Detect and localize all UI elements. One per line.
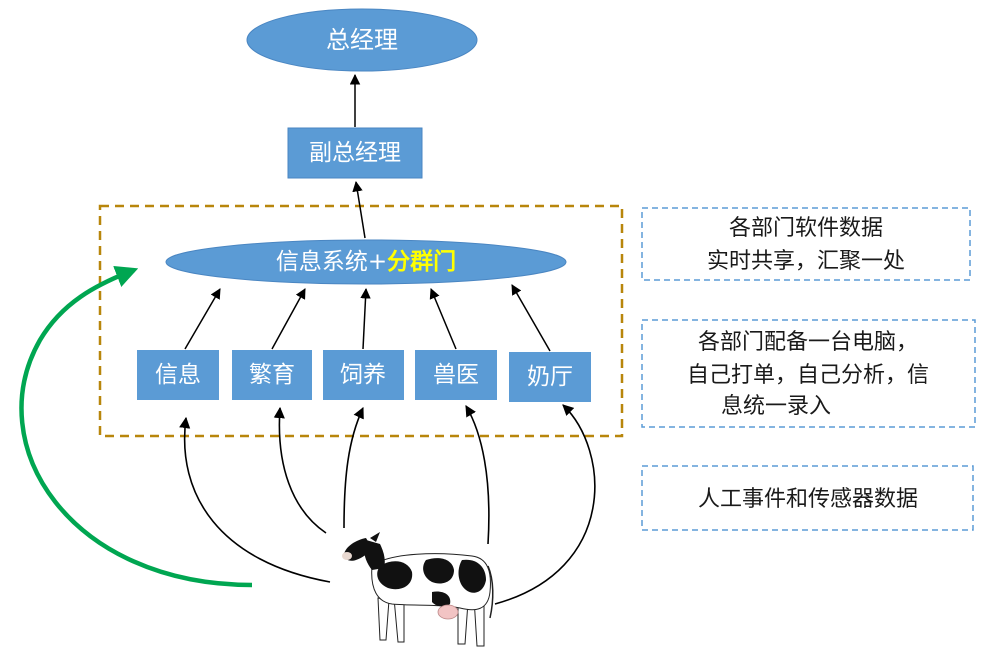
dept-label-feeding: 饲养 (340, 362, 386, 388)
cow-spot-4 (432, 591, 451, 607)
system-label: 信息系统+分群门 (276, 248, 456, 275)
system-label-accent: 分群门 (387, 248, 456, 275)
dept-label-parlor: 奶厅 (527, 364, 573, 390)
feedback-arrow (19, 265, 253, 588)
arrow-system-to-vp (352, 180, 366, 239)
note-computers-line-3: 息统一录入 (721, 394, 831, 419)
arrow-cow-to-info (179, 416, 331, 583)
cow-ear (370, 532, 380, 542)
note-computers-line-1: 各部门配备一台电脑， (698, 330, 918, 355)
arrow-info-to-system (184, 288, 221, 350)
cow-tail (487, 565, 494, 619)
arrow-cow-to-feeding (343, 406, 364, 529)
arrow-vet-to-system (429, 288, 457, 350)
cow-spot-1 (377, 561, 413, 590)
arrow-cow-to-parlor (494, 404, 596, 605)
cow-udder (437, 604, 459, 620)
cow-spot-2 (423, 558, 454, 584)
ceo-label: 总经理 (326, 26, 398, 54)
arrow-parlor-to-system (511, 284, 551, 352)
arrow-feeding-to-system (360, 287, 371, 350)
dept-label-vet: 兽医 (433, 362, 479, 388)
note-box-shared (641, 207, 971, 281)
arrow-breeding-to-system (271, 288, 306, 350)
note-shared-line-2: 实时共享，汇聚一处 (707, 249, 905, 274)
dept-node-info (137, 350, 219, 400)
cow-illustration (342, 532, 494, 647)
dept-label-info: 信息 (155, 362, 201, 388)
note-box-sources (641, 465, 974, 531)
arrow-cow-to-breeding (273, 406, 327, 534)
cow-leg-front-left (377, 597, 390, 641)
system-node (165, 239, 567, 285)
system-label-main: 信息系统+ (276, 249, 387, 275)
dept-node-breeding (232, 350, 312, 400)
dept-node-vet (415, 350, 497, 400)
vp-label: 副总经理 (309, 140, 401, 166)
note-sources-line-1: 人工事件和传感器数据 (698, 487, 918, 512)
arrow-cow-to-vet (465, 405, 490, 545)
ceo-node (246, 8, 478, 72)
dept-node-feeding (323, 350, 404, 400)
department-group-frame (98, 204, 624, 438)
vp-node (287, 127, 423, 179)
dept-label-breeding: 繁育 (249, 362, 295, 388)
cow-muzzle (342, 552, 352, 560)
note-computers-line-2: 自己打单，自己分析，信 (687, 363, 929, 388)
dept-node-parlor (509, 352, 591, 402)
cow-spot-3 (458, 559, 486, 593)
note-shared-line-1: 各部门软件数据 (729, 216, 883, 241)
